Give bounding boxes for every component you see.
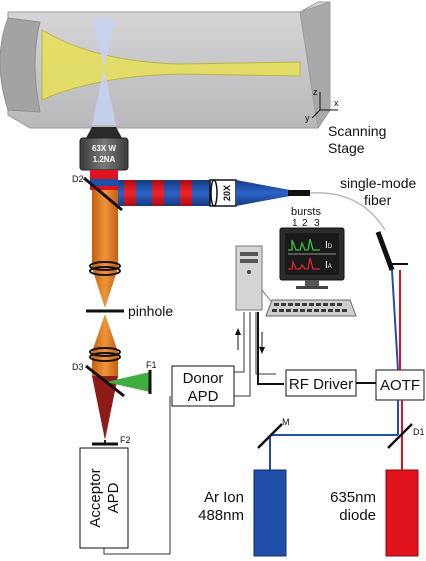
d3-label: D3 bbox=[72, 362, 84, 372]
burst-3-label: 3 bbox=[314, 218, 320, 229]
bursts-label: bursts bbox=[291, 206, 321, 218]
objective-beam-stripes bbox=[90, 170, 118, 190]
fiber-connector bbox=[288, 190, 310, 196]
burst-2-label: 2 bbox=[302, 218, 308, 229]
scanning-stage-label-1: Scanning bbox=[328, 123, 386, 139]
diode-label-2: diode bbox=[339, 507, 376, 524]
dichroic-d3 bbox=[85, 364, 125, 398]
rf-driver-label: RF Driver bbox=[289, 376, 353, 393]
single-mode-label-2: fiber bbox=[364, 192, 392, 208]
f2-label: F2 bbox=[120, 435, 131, 445]
ar-ion-label-2: 488nm bbox=[198, 507, 244, 524]
dichroic-d1 bbox=[387, 423, 413, 449]
aotf-box: AOTF bbox=[375, 369, 425, 401]
sample-flow-channel bbox=[41, 29, 301, 101]
donor-apd-label-1: Donor bbox=[183, 370, 224, 387]
axis-x-label: x bbox=[334, 98, 339, 108]
axis-z-label: z bbox=[313, 87, 318, 97]
focal-excitation-cone bbox=[92, 18, 116, 125]
aotf-label: AOTF bbox=[380, 377, 420, 394]
single-mode-label-1: single-mode bbox=[340, 175, 416, 191]
axes-icon: z x y bbox=[305, 87, 339, 123]
donor-apd-label-2: APD bbox=[188, 388, 219, 405]
id-label: ID bbox=[325, 240, 333, 251]
fiber-output-cone bbox=[236, 180, 290, 206]
objective-label-2: 1.2NA bbox=[93, 155, 116, 164]
acceptor-apd-label-1: Acceptor bbox=[87, 468, 104, 527]
ia-label: IA bbox=[325, 260, 332, 271]
signal-wires bbox=[103, 312, 276, 555]
objective-label-1: 63X W bbox=[92, 144, 116, 153]
acceptor-apd-label-2: APD bbox=[105, 482, 122, 513]
donor-apd-box: Donor APD bbox=[171, 365, 235, 407]
keyboard-cable bbox=[261, 289, 273, 303]
diode-label-1: 635nm bbox=[330, 489, 376, 506]
lens-20x: 20X bbox=[209, 179, 237, 207]
donor-beam bbox=[106, 372, 150, 392]
scanning-stage-label-2: Stage bbox=[328, 140, 365, 156]
pinhole-label: pinhole bbox=[128, 303, 173, 319]
objective-lens: 63X W 1.2NA bbox=[79, 127, 129, 171]
detection-beam bbox=[92, 190, 118, 444]
single-mode-fiber bbox=[309, 192, 386, 231]
acceptor-apd-box: Acceptor APD bbox=[79, 447, 129, 549]
rf-driver-box: RF Driver bbox=[285, 369, 357, 397]
computer-monitor: ID IA bbox=[279, 227, 345, 289]
d2-label: D2 bbox=[72, 174, 84, 184]
computer-tower bbox=[235, 245, 263, 311]
axis-y-label: y bbox=[305, 113, 310, 123]
diode-laser bbox=[385, 469, 419, 557]
ar-ion-laser bbox=[253, 469, 287, 557]
dichroic-d2 bbox=[83, 176, 123, 212]
fiber-input-connector bbox=[375, 231, 395, 271]
m-label: M bbox=[282, 417, 290, 427]
excitation-beam bbox=[118, 180, 212, 206]
lens-rings bbox=[89, 261, 121, 362]
f1-label: F1 bbox=[146, 360, 157, 370]
keyboard bbox=[265, 299, 357, 317]
mirror-m bbox=[257, 423, 283, 449]
d1-label: D1 bbox=[413, 427, 425, 437]
rf-control-line bbox=[257, 312, 284, 385]
ar-ion-label-1: Ar Ion bbox=[204, 489, 244, 506]
burst-1-label: 1 bbox=[292, 218, 298, 229]
lens-20x-label: 20X bbox=[222, 185, 232, 201]
